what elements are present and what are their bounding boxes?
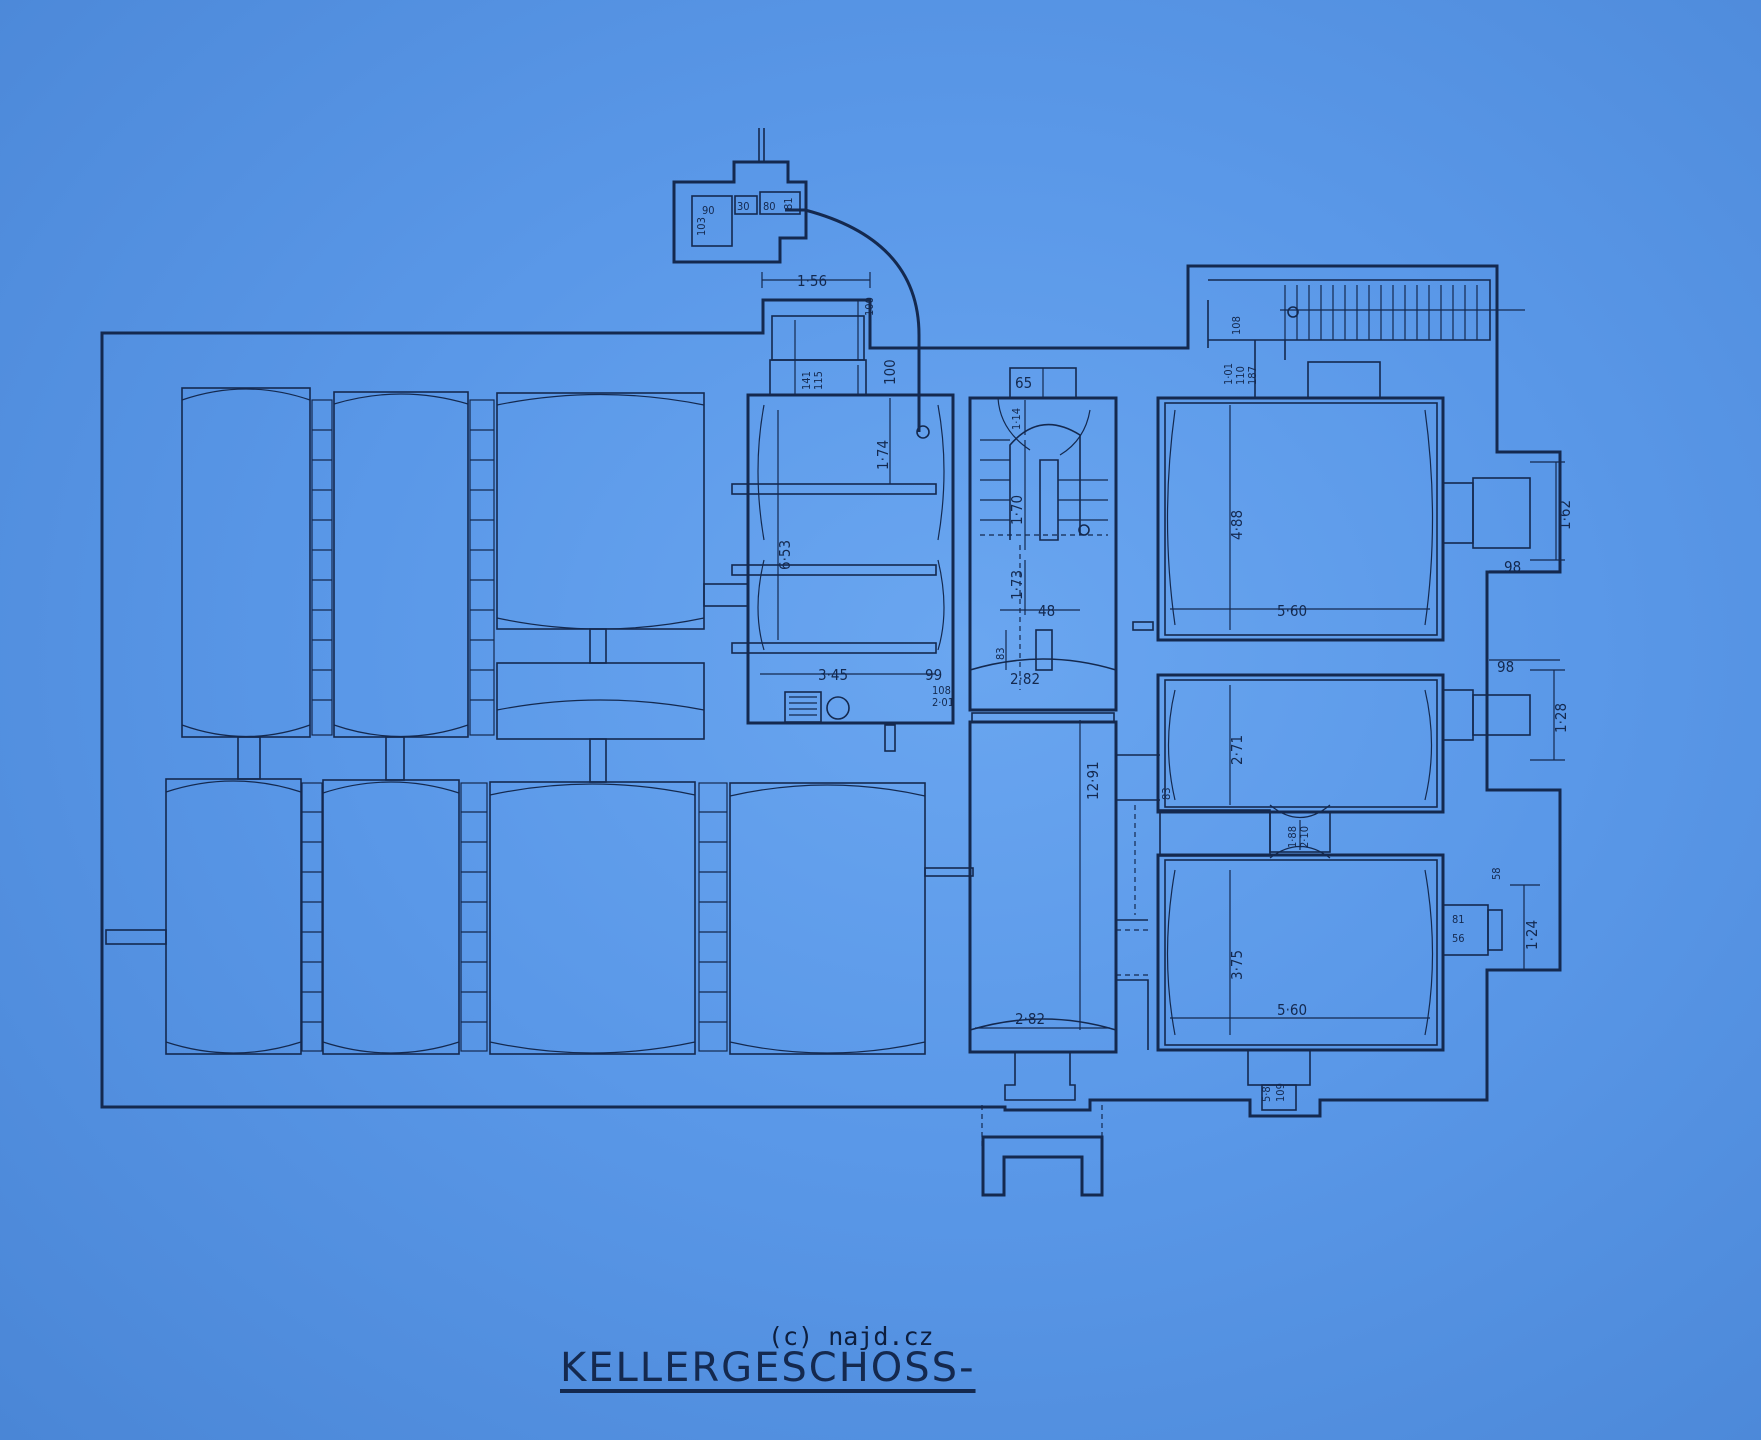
- dim-label: 108: [932, 684, 951, 697]
- top-box: [672, 128, 808, 264]
- dim-label: 6·53: [776, 540, 794, 570]
- copyright-watermark: (c) najd.cz: [768, 1322, 934, 1351]
- dim-label: 1·14: [1010, 408, 1023, 430]
- dim-label: 5·60: [1277, 602, 1307, 620]
- right-room-3: [1156, 853, 1503, 1111]
- drawing-title: KELLERGESCHOSS-: [560, 1345, 976, 1391]
- dim-label: 1·28: [1552, 703, 1570, 733]
- cellar-block-lower-4: [729, 782, 926, 1055]
- connectors: [105, 583, 974, 945]
- middle-room: [731, 315, 955, 752]
- dim-label: 98: [1504, 558, 1521, 576]
- flue-pipe: [785, 208, 921, 432]
- dim-label: 1·88: [1286, 826, 1299, 848]
- dim-label: 48: [1038, 602, 1055, 620]
- dim-label: 2·82: [1010, 670, 1040, 688]
- dim-label: 109: [1274, 1083, 1287, 1102]
- dim-label: 108: [1230, 316, 1243, 335]
- cellar-block-upper-1: [181, 387, 311, 738]
- dimension-labels: 1·56 100 100 141 115 1·74 6·53 3·45 99 1…: [695, 197, 1574, 1102]
- dim-label: 2·82: [1015, 1010, 1045, 1028]
- dim-label: 12·91: [1084, 761, 1102, 800]
- dim-label: 58: [1490, 867, 1503, 880]
- dim-label: 30: [737, 200, 750, 213]
- top-right-stair: [1207, 279, 1525, 398]
- dim-label: 1·70: [1008, 495, 1026, 525]
- junction: [1115, 621, 1160, 1050]
- dim-label: 5·60: [1277, 1001, 1307, 1019]
- dim-label: 2·01: [932, 696, 954, 709]
- dim-label: 1·24: [1523, 920, 1541, 950]
- cellar-block-upper-2: [333, 391, 469, 738]
- dim-label: 56: [1452, 932, 1465, 945]
- cellar-block-lower-1: [165, 778, 302, 1055]
- cellar-block-upper-4: [496, 662, 705, 740]
- stair-hall: [968, 367, 1118, 712]
- entry-step: [981, 1135, 1104, 1197]
- dim-label: 1·56: [797, 272, 827, 290]
- cellar-block-lower-3: [489, 781, 696, 1055]
- dim-label: 80: [763, 200, 776, 213]
- right-room-2: [1156, 673, 1531, 814]
- cellar-block-upper-3: [496, 392, 705, 630]
- dim-label: 90: [702, 204, 715, 217]
- cellar-block-lower-2: [322, 779, 460, 1055]
- outer-wall: [100, 264, 1562, 1118]
- dim-label: 100: [881, 359, 899, 385]
- dim-label: 99: [925, 666, 942, 684]
- dim-label: 110: [1234, 366, 1247, 385]
- ladder-strips: [301, 399, 728, 1052]
- dim-label: 83: [1160, 787, 1173, 800]
- dim-label: 98: [1497, 658, 1514, 676]
- dim-label: 115: [812, 371, 825, 390]
- dim-label: 1·73: [1008, 570, 1026, 600]
- dim-label: 81: [782, 197, 795, 210]
- right-room-1: [1156, 361, 1531, 642]
- dim-label: 2·10: [1298, 826, 1311, 848]
- dim-label: 3·45: [818, 666, 848, 684]
- dim-label: 2·71: [1228, 735, 1246, 765]
- dim-label: 1·74: [874, 440, 892, 470]
- dim-label: 100: [863, 297, 876, 316]
- dim-label: 83: [994, 647, 1007, 660]
- dim-label: 1·01: [1222, 363, 1235, 385]
- dim-label: 4·88: [1228, 510, 1246, 540]
- dim-label: 1·62: [1556, 500, 1574, 530]
- dim-label: 3·75: [1228, 950, 1246, 980]
- dim-label: 103: [695, 217, 708, 236]
- dim-label: 5·8: [1260, 1086, 1273, 1102]
- dim-label: 65: [1015, 374, 1032, 392]
- dim-label: 141: [800, 371, 813, 390]
- dimension-lines: [760, 272, 1565, 1035]
- dim-label: 187: [1246, 366, 1259, 385]
- dim-label: 81: [1452, 913, 1465, 926]
